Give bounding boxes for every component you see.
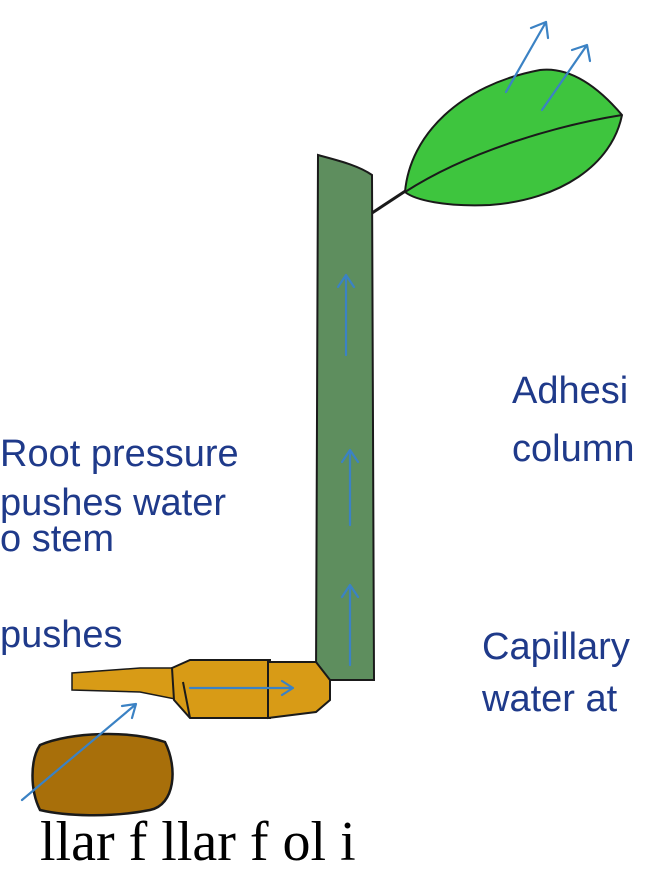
root-pressure-label-line-1: Root pressure <box>0 433 239 475</box>
root-section-joint <box>182 681 191 719</box>
bottom-caption: llar f llar f ol i <box>40 811 356 873</box>
pushes-label: pushes <box>0 614 123 656</box>
root-tip <box>71 667 181 701</box>
arrow-stem-upper <box>336 273 356 357</box>
capillary-label-line-2: water at <box>482 678 618 720</box>
soil-clump <box>31 732 174 817</box>
stem <box>314 153 376 681</box>
adhesion-label-line-2: column <box>512 428 635 470</box>
root-section-2 <box>267 661 331 720</box>
arrow-root-horizontal <box>188 679 295 697</box>
arrow-stem-lower <box>340 583 360 667</box>
arrow-leaf-left <box>504 20 550 94</box>
capillary-label-line-1: Capillary <box>482 626 630 668</box>
adhesion-label-line-1: Adhesi <box>512 370 629 412</box>
root-pressure-label-line-3: o stem <box>0 518 115 560</box>
water-arrows <box>20 20 592 802</box>
leaf-midrib <box>404 114 623 193</box>
arrow-soil-to-root <box>20 702 138 802</box>
root-pressure-label-line-2: pushes water <box>0 482 227 524</box>
arrow-stem-middle <box>340 448 360 527</box>
leaf-petiole <box>371 186 411 215</box>
leaf <box>403 68 624 207</box>
arrow-leaf-right <box>540 43 592 112</box>
